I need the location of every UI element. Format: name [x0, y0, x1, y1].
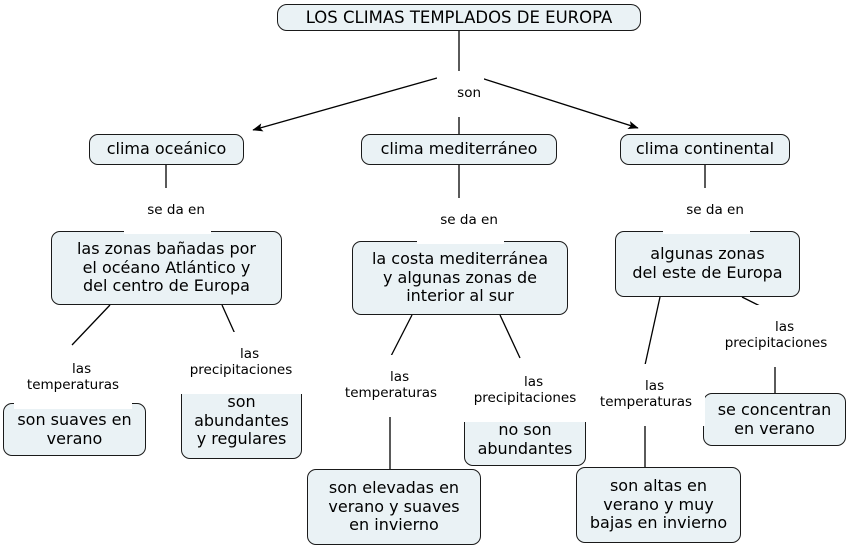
- node-clima-oceanico[interactable]: clima oceánico: [89, 134, 244, 165]
- edge-zonas-con-to-temperaturas: [644, 296, 661, 366]
- edge-label-se-da-en-continental: se da en: [663, 188, 750, 235]
- node-zonas-mediterraneo[interactable]: la costa mediterránea y algunas zonas de…: [352, 241, 568, 315]
- node-zonas-mediterraneo-label: la costa mediterránea y algunas zonas de…: [371, 249, 549, 306]
- node-root[interactable]: LOS CLIMAS TEMPLADOS DE EUROPA: [277, 4, 641, 31]
- node-con-precipitaciones-valor[interactable]: se concentran en verano: [703, 393, 846, 446]
- edge-label-son: son: [437, 71, 484, 118]
- edge-zonas-oce-to-temperaturas: [71, 304, 111, 346]
- node-zonas-oceanico[interactable]: las zonas bañadas por el océano Atlántic…: [51, 231, 282, 305]
- node-clima-continental[interactable]: clima continental: [620, 134, 790, 165]
- edge-son-to-continental: [480, 77, 639, 130]
- edge-zonas-med-to-temperaturas: [389, 314, 413, 359]
- node-oce-precipitaciones-valor[interactable]: son abundantes y regulares: [181, 383, 302, 459]
- node-oce-temperaturas-valor[interactable]: son suaves en verano: [3, 403, 146, 456]
- node-con-precipitaciones-valor-label: se concentran en verano: [717, 399, 832, 438]
- node-med-temperaturas-valor-label: son elevadas en verano y suaves en invie…: [328, 478, 460, 535]
- node-med-precipitaciones-valor-label: no son abundantes: [477, 419, 573, 458]
- node-root-label: LOS CLIMAS TEMPLADOS DE EUROPA: [305, 7, 613, 27]
- node-oce-precipitaciones-valor-label: son abundantes y regulares: [194, 392, 289, 449]
- node-clima-continental-label: clima continental: [635, 139, 775, 159]
- node-con-temperaturas-valor[interactable]: son altas en verano y muy bajas en invie…: [576, 467, 741, 543]
- node-zonas-continental-label: algunas zonas del este de Europa: [632, 244, 783, 282]
- edge-label-con-temperaturas: las temperaturas: [587, 364, 705, 426]
- node-oce-temperaturas-valor-label: son suaves en verano: [17, 409, 132, 448]
- edge-label-oce-precipitaciones: las precipitaciones: [176, 332, 306, 394]
- node-clima-mediterraneo-label: clima mediterráneo: [380, 139, 538, 159]
- edge-label-oce-temperaturas: las temperaturas: [14, 347, 132, 409]
- edge-label-med-precipitaciones: las precipitaciones: [460, 360, 590, 422]
- edge-zonas-med-to-precipitaciones: [499, 314, 521, 359]
- edge-label-med-temperaturas: las temperaturas: [332, 355, 450, 417]
- node-clima-oceanico-label: clima oceánico: [106, 139, 227, 159]
- edge-label-se-da-en-oceanico: se da en: [124, 188, 211, 235]
- edge-label-con-precipitaciones: las precipitaciones: [711, 305, 841, 367]
- edge-son-to-oceanico: [252, 77, 438, 132]
- node-zonas-continental[interactable]: algunas zonas del este de Europa: [615, 231, 800, 297]
- node-med-temperaturas-valor[interactable]: son elevadas en verano y suaves en invie…: [307, 469, 481, 545]
- node-clima-mediterraneo[interactable]: clima mediterráneo: [361, 134, 557, 165]
- edge-label-se-da-en-mediterraneo: se da en: [417, 198, 504, 245]
- node-med-precipitaciones-valor[interactable]: no son abundantes: [464, 413, 586, 466]
- node-con-temperaturas-valor-label: son altas en verano y muy bajas en invie…: [589, 476, 728, 533]
- node-zonas-oceanico-label: las zonas bañadas por el océano Atlántic…: [76, 239, 257, 296]
